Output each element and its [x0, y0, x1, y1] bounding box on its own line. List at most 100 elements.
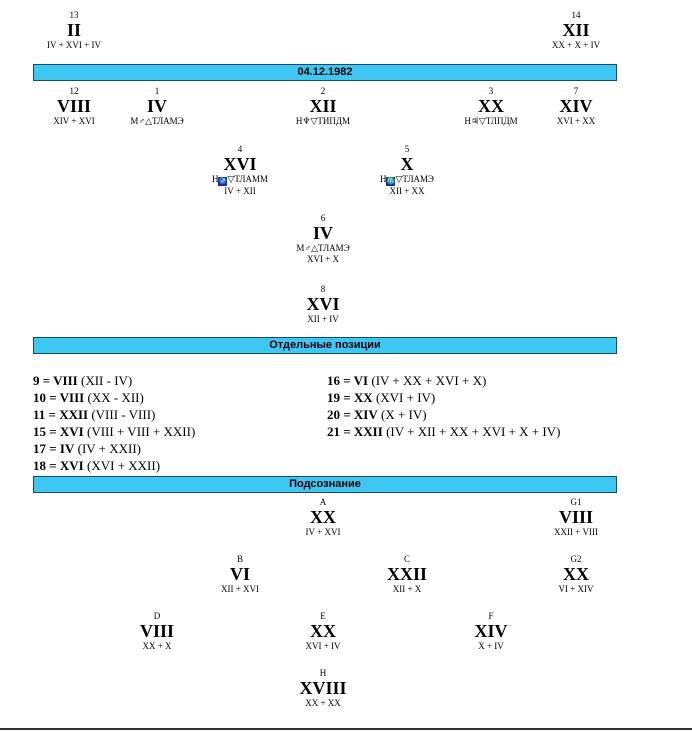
node-number: 7 — [573, 86, 579, 96]
node-number: A — [319, 497, 327, 507]
sub-node-b: B VI XII + XVI — [185, 554, 295, 595]
node-number: D — [153, 611, 161, 621]
node-number: E — [320, 611, 326, 621]
node-roman: XVI — [306, 294, 340, 314]
node-7: 7 XIV XVI + XX — [521, 86, 631, 127]
node-3: 3 XX Н♃▽ТЛПДМ — [436, 86, 546, 127]
node-formula: XVI + X — [306, 254, 340, 264]
node-number: 13 — [69, 10, 79, 20]
node-roman: XX — [310, 621, 336, 641]
node-roman: XX — [478, 96, 504, 116]
node-6: 6 IV М♂△ТЛАМЭ XVI + X — [268, 213, 378, 265]
node-formula: XX + X + IV — [551, 40, 601, 50]
position-line: 18 = XVI (XVI + XXII) — [33, 458, 161, 473]
sub-node-g1: G1 VIII XXII + VIII — [521, 497, 631, 538]
node-roman: VIII — [139, 621, 174, 641]
sub-node-g2: G2 XX VI + XIV — [521, 554, 631, 595]
node-number: 3 — [488, 86, 494, 96]
node-4: 4 XVI Н♐▽ТЛАММ IV + XII — [185, 144, 295, 197]
node-roman: IV — [312, 223, 333, 243]
node-roman: XVI — [223, 154, 257, 174]
position-line: 20 = XIV (X + IV) — [327, 407, 427, 422]
sub-node-h: H XVIII XX + XX — [268, 668, 378, 709]
node-number: G2 — [570, 554, 582, 564]
position-line: 9 = VIII (XII - IV) — [33, 373, 133, 388]
node-14: 14 XII XX + X + IV — [521, 10, 631, 51]
node-number: 5 — [404, 144, 410, 154]
node-number: B — [236, 554, 243, 564]
node-number: 12 — [69, 86, 79, 96]
node-formula: XX + XX — [305, 698, 341, 708]
node-number: G1 — [570, 497, 582, 507]
node-roman: VIII — [56, 96, 91, 116]
node-8: 8 XVI XII + IV — [268, 284, 378, 325]
position-line: 21 = XXII (IV + XII + XX + XVI + X + IV) — [327, 424, 561, 439]
position-line: 17 = IV (IV + XXII) — [33, 441, 142, 456]
date-bar: 04.12.1982 — [33, 64, 617, 81]
node-formula: XII + XVI — [220, 584, 260, 594]
scorpio-icon: ♏ — [386, 177, 396, 186]
node-formula: IV + XVI — [305, 527, 341, 537]
sagittarius-icon: ♐ — [218, 177, 228, 186]
node-formula: XXII + VIII — [554, 527, 598, 537]
node-formula: XX + X — [142, 641, 172, 651]
sub-node-a: A XX IV + XVI — [268, 497, 378, 538]
node-roman: XX — [563, 564, 589, 584]
node-formula: IV + XII — [224, 186, 256, 196]
node-roman: VI — [229, 564, 250, 584]
node-roman: X — [400, 154, 414, 174]
node-13: 13 II IV + XVI + IV — [19, 10, 129, 51]
node-roman: XVIII — [299, 678, 347, 698]
node-1: 1 IV М♂△ТЛАМЭ — [102, 86, 212, 127]
node-roman: XXII — [386, 564, 427, 584]
node-roman: XIV — [474, 621, 508, 641]
node-formula: IV + XVI + IV — [47, 40, 101, 50]
position-line: 16 = VI (IV + XX + XVI + X) — [327, 373, 487, 388]
positions-right-column: 16 = VI (IV + XX + XVI + X) 19 = XX (XVI… — [327, 372, 560, 440]
position-line: 11 = XXII (VIII - VIII) — [33, 407, 156, 422]
node-number: H — [319, 668, 327, 678]
node-symbols: Н♆▽ТИПДМ — [295, 116, 351, 126]
node-number: C — [403, 554, 410, 564]
node-symbols: Н♃▽ТЛПДМ — [464, 116, 518, 126]
sub-node-e: E XX XVI + IV — [268, 611, 378, 652]
section-bar-positions: Отдельные позиции — [33, 337, 617, 354]
node-roman: XIV — [559, 96, 593, 116]
position-line: 10 = VIII (XX - XII) — [33, 390, 144, 405]
node-number: 6 — [320, 213, 326, 223]
node-number: 8 — [320, 284, 326, 294]
node-formula: XII + X — [392, 584, 422, 594]
sub-node-f: F XIV X + IV — [436, 611, 546, 652]
sub-node-d: D VIII XX + X — [102, 611, 212, 652]
node-formula: XII + IV — [307, 314, 339, 324]
node-formula: VI + XIV — [558, 584, 594, 594]
sub-node-c: C XXII XII + X — [352, 554, 462, 595]
node-number: 4 — [237, 144, 243, 154]
section-bar-subconscious: Подсознание — [33, 476, 617, 493]
node-symbols: М♂△ТЛАМЭ — [296, 243, 350, 253]
node-5: 5 X Н♏▽ТЛАМЭ XII + XX — [352, 144, 462, 197]
node-roman: XII — [309, 96, 337, 116]
position-line: 15 = XVI (VIII + VIII + XXII) — [33, 424, 196, 439]
node-formula: XVI + XX — [556, 116, 596, 126]
node-number: 2 — [320, 86, 326, 96]
node-number: F — [488, 611, 494, 621]
node-roman: XX — [310, 507, 336, 527]
node-roman: VIII — [558, 507, 593, 527]
bottom-divider — [0, 728, 692, 730]
position-line: 19 = XX (XVI + IV) — [327, 390, 436, 405]
node-symbols: Н♏▽ТЛАМЭ — [379, 174, 435, 186]
node-12: 12 VIII XIV + XVI — [19, 86, 129, 127]
node-number: 14 — [571, 10, 581, 20]
node-symbols: Н♐▽ТЛАММ — [211, 174, 269, 186]
node-roman: IV — [146, 96, 167, 116]
node-formula: XII + XX — [389, 186, 425, 196]
node-roman: II — [66, 20, 81, 40]
node-number: 1 — [154, 86, 160, 96]
node-roman: XII — [562, 20, 590, 40]
positions-left-column: 9 = VIII (XII - IV) 10 = VIII (XX - XII)… — [33, 372, 195, 474]
node-symbols: М♂△ТЛАМЭ — [130, 116, 184, 126]
node-2: 2 XII Н♆▽ТИПДМ — [268, 86, 378, 127]
node-formula: XIV + XVI — [53, 116, 95, 126]
node-formula: X + IV — [478, 641, 504, 651]
